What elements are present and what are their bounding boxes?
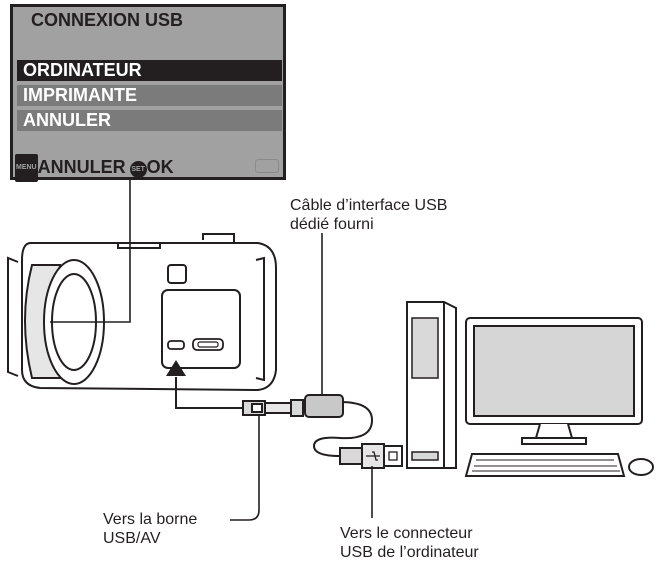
footer-ok-label: OK — [146, 157, 174, 177]
menu-item-annuler[interactable]: ANNULER — [17, 110, 282, 131]
usb-av-label-line2: USB/AV — [103, 530, 161, 547]
usb-av-label: Vers la borne USB/AV — [103, 510, 197, 548]
menu-item-imprimante[interactable]: IMPRIMANTE — [17, 85, 282, 106]
camera-top-button — [202, 233, 235, 243]
hdmi-port — [192, 338, 224, 351]
pc-label-line1: Vers le connecteur — [340, 525, 473, 542]
cable-label: Câble d’interface USB dédié fourni — [290, 196, 447, 234]
cable-label-line1: Câble d’interface USB — [290, 197, 448, 214]
battery-icon — [255, 159, 279, 173]
usb-icon — [366, 451, 380, 461]
cable-label-line2: dédié fourni — [290, 216, 374, 233]
footer-cancel-label: ANNULER — [37, 157, 126, 177]
usb-cable-a-plug — [339, 447, 363, 465]
menu-icon: MENU — [15, 154, 38, 182]
pc-label-line2: USB de l’ordinateur — [340, 544, 479, 561]
usb-av-label-line1: Vers la borne — [103, 511, 198, 528]
pc-mouse — [628, 458, 654, 476]
menu-item-ordinateur[interactable]: ORDINATEUR — [17, 60, 282, 81]
camera-lcd-screen: CONNEXION USB ORDINATEUR IMPRIMANTE ANNU… — [10, 4, 286, 182]
screen-title: CONNEXION USB — [31, 10, 184, 30]
set-icon: SET — [129, 161, 147, 178]
pc-keyboard — [464, 453, 626, 477]
camera-side-panel — [161, 289, 241, 369]
pc-connector-label: Vers le connecteur USB de l’ordinateur — [340, 524, 479, 562]
usb-av-port — [167, 340, 185, 350]
arrow-up-icon — [166, 360, 186, 376]
screen-leader-line — [50, 180, 131, 323]
ferrite-core — [304, 394, 344, 418]
